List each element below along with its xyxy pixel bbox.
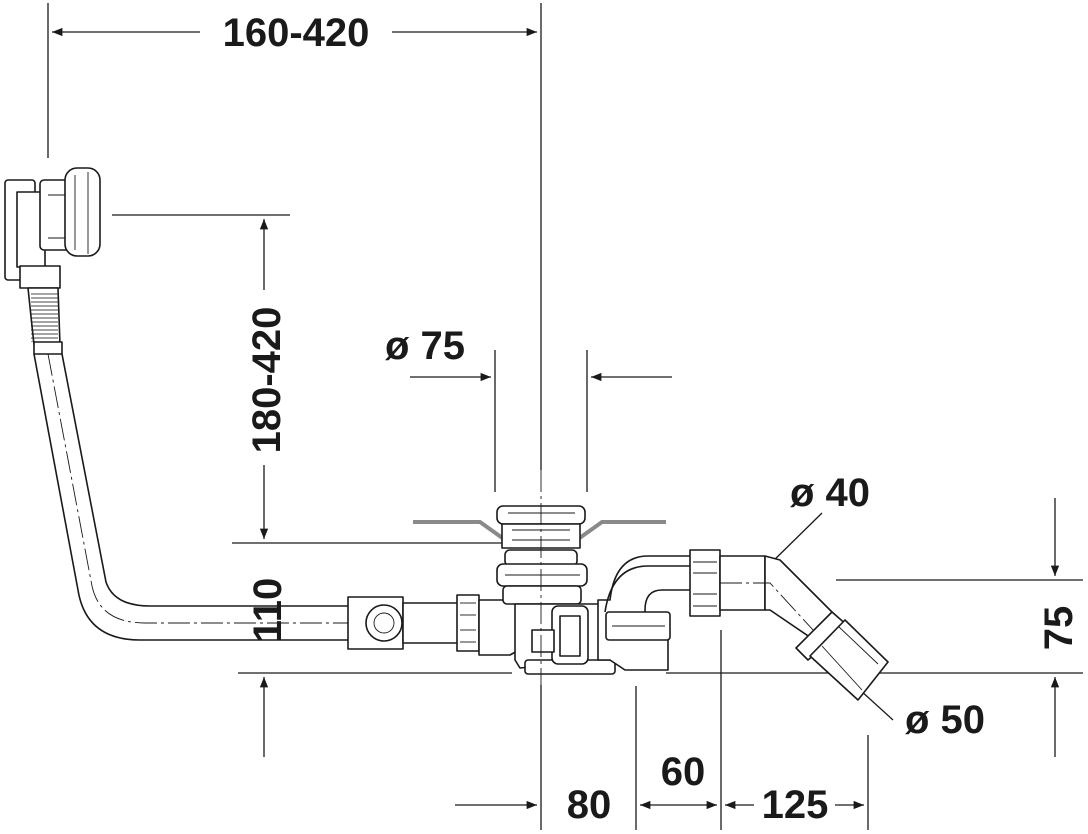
label-60: 60 [661, 750, 706, 794]
junction-union [365, 604, 403, 642]
hose-sleeve [33, 341, 63, 355]
label-110: 110 [246, 578, 290, 643]
junction-fitting [347, 594, 529, 656]
overflow-pipe-axis [47, 353, 520, 624]
outlet-union [689, 549, 721, 617]
label-o50: ø 50 [905, 698, 985, 742]
valve-stem [531, 629, 555, 653]
label-180-420: 180-420 [245, 307, 289, 454]
overflow-pipe-inner [61, 353, 348, 607]
dimension-outlet-height: 75 [666, 498, 1083, 757]
outlet-sleeve [809, 619, 889, 701]
siphon-trap [597, 549, 766, 671]
label-80: 80 [567, 783, 612, 827]
overflow-head [4, 167, 101, 355]
dimension-horizontal-bottom: 80 60 125 [455, 630, 869, 830]
label-125: 125 [762, 783, 829, 827]
leader-o50 [859, 689, 894, 721]
dimension-overflow-horizontal: 160-420 [47, 3, 542, 470]
drain-collar [502, 585, 582, 605]
drain-assembly [413, 505, 666, 675]
outlet-elbow [720, 555, 889, 701]
dimension-overflow-height: 180-420 [112, 214, 505, 544]
dimension-drain-diameter: ø 75 [385, 324, 672, 492]
overflow-pipe-outer [33, 353, 348, 641]
label-o75: ø 75 [385, 324, 465, 368]
label-75: 75 [1037, 606, 1081, 651]
overflow-pipe [33, 353, 520, 641]
overflow-connector [19, 265, 61, 289]
pipe-segment [402, 602, 460, 644]
overflow-cap [64, 167, 101, 257]
label-o40: ø 40 [790, 471, 870, 515]
dimension-pipe-height: 110 [238, 578, 512, 757]
label-160-420: 160-420 [223, 11, 370, 55]
